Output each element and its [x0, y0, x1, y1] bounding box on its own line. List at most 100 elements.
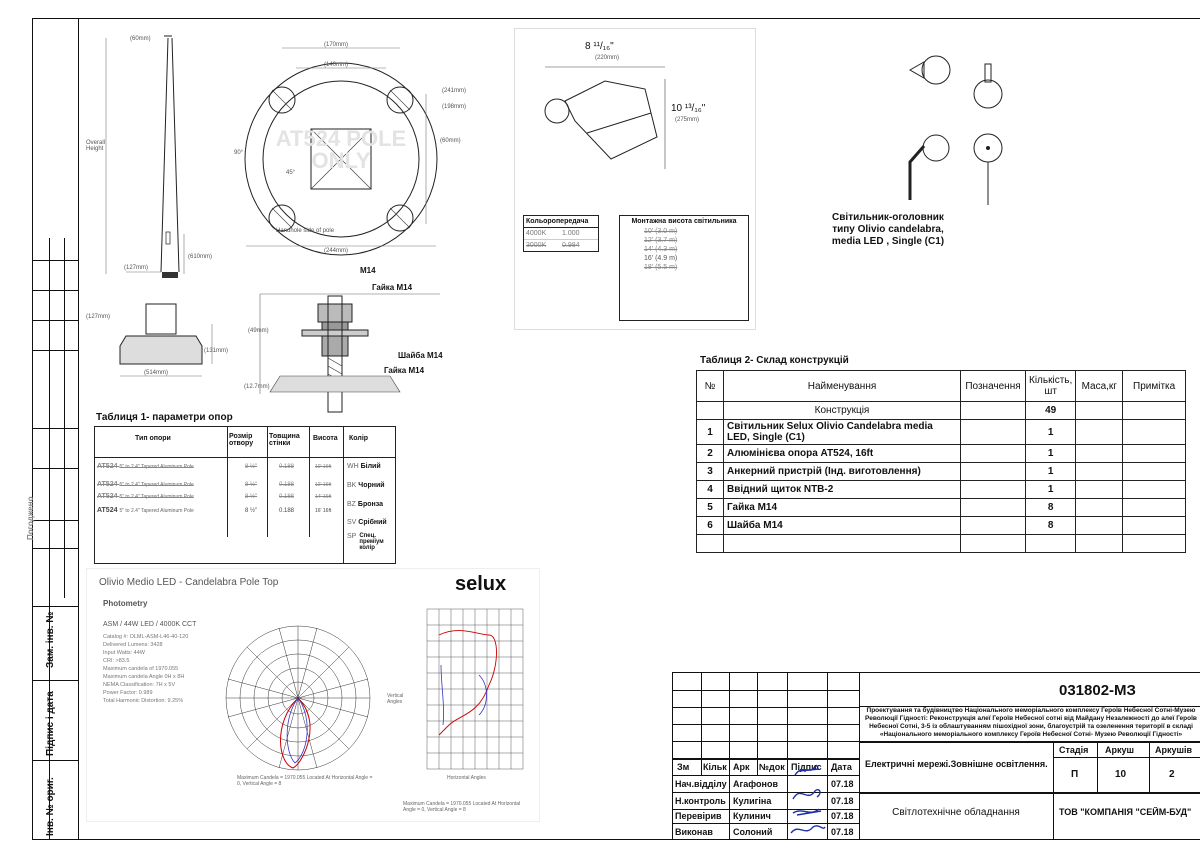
- construction-table: № Найменування Позначення Кількість, шт …: [696, 370, 1186, 553]
- dim-170: (170mm): [324, 42, 349, 48]
- hdr-kilk: Кільк: [703, 762, 727, 772]
- t1-row: AT524 5" to 2.4" Tapered Aluminum Pole: [97, 493, 194, 500]
- photometry-spec: ASM / 44W LED / 4000K CCT: [103, 621, 197, 628]
- hdr-ark: Арк: [733, 762, 750, 772]
- t2-h-note: Примітка: [1122, 370, 1186, 402]
- hdr-zm: Зм: [677, 762, 690, 772]
- stage-header: Стадія: [1059, 745, 1089, 755]
- dim-241: (241mm): [442, 88, 467, 94]
- role-head: Нач.відділу: [675, 779, 727, 789]
- luminaire-caption: Світильник-оголовник типу Olivio candela…: [831, 212, 945, 247]
- luminaire-views: [890, 50, 1030, 210]
- dim-140: (140mm): [324, 62, 349, 68]
- polar-note: Maximum Candela = 1970.055 Located At Ho…: [237, 775, 373, 787]
- title-main: 031802-МЗ Проектування та будівництво На…: [859, 673, 1200, 839]
- height-mm: (275mm): [675, 117, 700, 123]
- section-title: Електричні мережі.Зовнішне освітлення.: [865, 759, 1048, 769]
- dim-49: (49mm): [248, 328, 269, 334]
- cct-header: Кольоропередача: [524, 216, 598, 228]
- table2-header-row: № Найменування Позначення Кількість, шт …: [696, 370, 1186, 402]
- sheet-value: 10: [1115, 769, 1127, 780]
- dim-244: (244mm): [324, 248, 349, 254]
- t1-row: AT524 5" to 2.4" Tapered Aluminum Pole: [97, 463, 194, 470]
- approval-columns: [32, 238, 78, 840]
- t1-h-color: Колір: [349, 435, 369, 442]
- height-label: 10 ¹³/₁₆": [671, 103, 706, 114]
- faded-strip-label: Погоджено: [26, 496, 35, 540]
- company-name: ТОВ "КОМПАНІЯ "СЕЙМ-БУД": [1059, 807, 1192, 817]
- t1-size: 8 ½": [245, 482, 258, 488]
- width-label: 8 ¹¹/₁₆": [585, 41, 614, 52]
- color-wh: WH Білий: [347, 463, 381, 470]
- height-row: 14' (4.3 m): [644, 246, 678, 253]
- t1-size: 8 ½": [245, 508, 258, 514]
- t1-wall: 0.188: [279, 482, 295, 488]
- vertical-angles-label: Vertical Angles: [387, 693, 404, 705]
- name-norm: Кулигіна: [733, 796, 772, 806]
- anchor-bolt-drawing: M14 Гайка М14 Шайба М14 Гайка М14 (49mm)…: [240, 266, 470, 416]
- t1-wall: 0.188: [279, 464, 295, 470]
- date-norm: 07.18: [831, 796, 854, 806]
- role-exec: Виконав: [675, 827, 713, 837]
- t1-h-size: Розмір отвору: [229, 433, 254, 447]
- height-row: 12' (3.7 m): [644, 237, 678, 244]
- t2-h-mass: Маса,кг: [1075, 370, 1124, 402]
- stage-value: П: [1071, 769, 1079, 780]
- dim-12-7: (12.7mm): [244, 384, 270, 390]
- angle-90: 90°: [234, 150, 244, 156]
- photometry-title: Olivio Medio LED - Candelabra Pole Top: [99, 577, 279, 588]
- t1-h-type: Тип опори: [135, 435, 171, 442]
- role-norm: Н.контроль: [675, 796, 726, 806]
- t1-height: 12' 16ft: [315, 482, 332, 488]
- t1-size: 8 ½": [245, 494, 258, 500]
- top-nut-label: Гайка М14: [372, 283, 413, 292]
- sheet-header: Аркуш: [1105, 745, 1135, 755]
- revision-grid: Зм Кільк Арк №док Підпис Дата Нач.відділ…: [673, 673, 860, 839]
- title-block: Зм Кільк Арк №док Підпис Дата Нач.відділ…: [672, 672, 1200, 840]
- dim-base-127: (127mm): [124, 265, 149, 271]
- t1-size: 8 ½": [245, 464, 258, 470]
- signature-date-label: Підпис і дата: [45, 691, 56, 756]
- t2-h-qty: Кількість, шт: [1024, 370, 1077, 402]
- selux-logo: selux: [455, 573, 507, 595]
- t2-h-code: Позначення: [960, 370, 1026, 402]
- t1-height: 10' 16ft: [315, 464, 332, 470]
- t1-row: AT524 5" to 2.4" Tapered Aluminum Pole: [97, 481, 194, 488]
- horizontal-angles-label: Horizontal Angles: [447, 775, 486, 781]
- sheet-title: Світлотехнічне обладнання: [892, 807, 1020, 818]
- role-check: Перевірив: [675, 811, 722, 821]
- name-head: Агафонов: [733, 779, 778, 789]
- cartesian-plot: [426, 608, 524, 770]
- color-sv: SV Срібний: [347, 519, 387, 526]
- t2-h-name: Найменування: [723, 370, 961, 402]
- color-bz: BZ Бронза: [347, 501, 383, 508]
- base-dim-127: (127mm): [86, 314, 111, 320]
- m14-label: M14: [360, 266, 376, 275]
- t1-wall: 0.188: [279, 508, 295, 514]
- height-row: 16' (4.9 m): [644, 255, 678, 262]
- t1-height: 16' 16ft: [315, 508, 332, 514]
- dim-top: (60mm): [130, 36, 151, 42]
- zam-inv-label: Зам. інв. №: [45, 611, 56, 668]
- photometry-sheet: Olivio Medio LED - Candelabra Pole Top s…: [86, 568, 540, 822]
- inv-orig-label: Інв. № ориг.: [45, 777, 56, 836]
- angle-45: 45°: [286, 170, 296, 176]
- t1-row: AT524 5" to 2.4" Tapered Aluminum Pole: [97, 507, 194, 514]
- hdr-ndok: №док: [759, 762, 785, 772]
- table1-header: [95, 427, 395, 458]
- height-row: 18' (5.5 m): [644, 264, 678, 271]
- pole-params-table: Тип опори Розмір отвору Товщина стінки В…: [94, 426, 396, 564]
- date-check: 07.18: [831, 811, 854, 821]
- name-exec: Солоний: [733, 827, 773, 837]
- mount-height-table: Монтажна висота світильника 10' (3.0 m) …: [619, 215, 749, 321]
- signatures: [790, 764, 826, 834]
- overall-height-label: Overall Height: [86, 140, 106, 152]
- t1-h-wall: Товщина стінки: [269, 433, 300, 447]
